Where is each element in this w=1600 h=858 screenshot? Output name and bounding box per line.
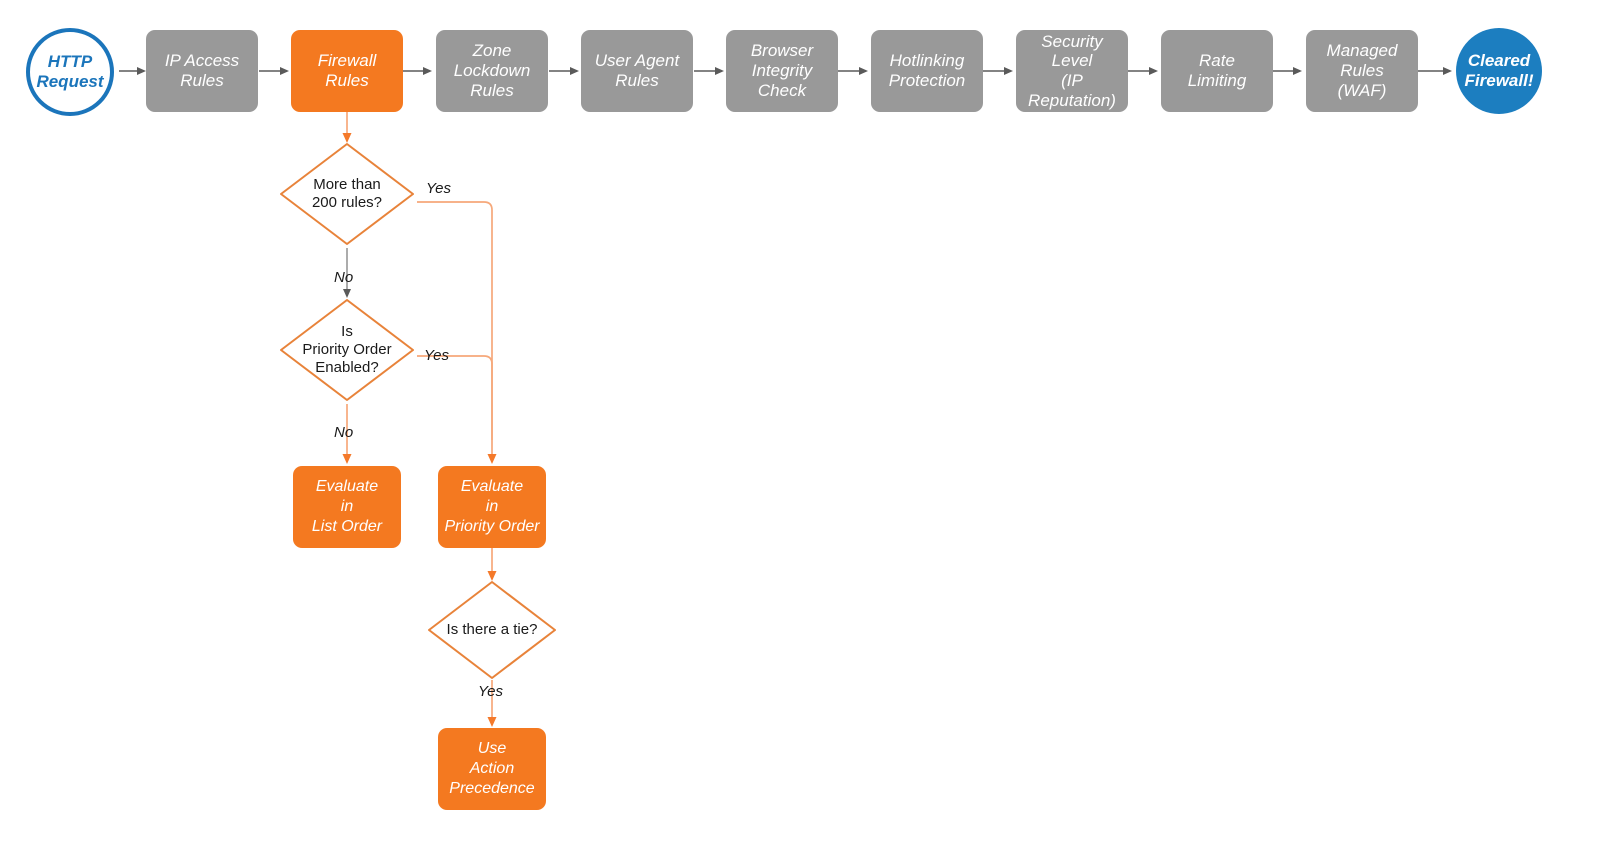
pipeline-step-hotlinking-protection[interactable]: Hotlinking Protection	[871, 30, 983, 112]
outcome-evaluate-in-list-order[interactable]: Evaluate in List Order	[293, 466, 401, 548]
end-node-cleared-firewall[interactable]: Cleared Firewall!	[1456, 28, 1542, 114]
pipeline-step-zone-lockdown-rules[interactable]: Zone Lockdown Rules	[436, 30, 548, 112]
edge-label-more-rules-no: No	[334, 269, 354, 286]
decision-label: Is Priority Order Enabled?	[302, 323, 392, 376]
pipeline-step-ip-access-rules[interactable]: IP Access Rules	[146, 30, 258, 112]
edge-label-more-rules-yes: Yes	[426, 180, 452, 197]
pipeline-step-user-agent-rules[interactable]: User Agent Rules	[581, 30, 693, 112]
decision-is-priority-order-enabled[interactable]: Is Priority Order Enabled?	[277, 296, 417, 404]
outcome-use-action-precedence[interactable]: Use Action Precedence	[438, 728, 546, 810]
decision-label: Is there a tie?	[446, 621, 538, 638]
pipeline-step-security-level[interactable]: Security Level (IP Reputation)	[1016, 30, 1128, 112]
outcome-evaluate-in-priority-order[interactable]: Evaluate in Priority Order	[438, 466, 546, 548]
diamond-shape	[280, 299, 414, 401]
decision-label: More than 200 rules?	[311, 176, 383, 211]
diamond-shape	[428, 581, 556, 679]
pipeline-step-managed-rules-waf[interactable]: Managed Rules (WAF)	[1306, 30, 1418, 112]
start-node-http-request[interactable]: HTTP Request	[26, 28, 114, 116]
decision-is-there-a-tie[interactable]: Is there a tie?	[425, 578, 559, 682]
decision-more-than-200-rules[interactable]: More than 200 rules?	[277, 140, 417, 248]
pipeline-step-browser-integrity-check[interactable]: Browser Integrity Check	[726, 30, 838, 112]
edge-label-priority-yes: Yes	[424, 347, 450, 364]
diamond-shape	[280, 143, 414, 245]
pipeline-step-rate-limiting[interactable]: Rate Limiting	[1161, 30, 1273, 112]
pipeline-step-firewall-rules[interactable]: Firewall Rules	[291, 30, 403, 112]
edge-label-priority-no: No	[334, 424, 354, 441]
edge-label-tie-yes: Yes	[478, 683, 504, 700]
